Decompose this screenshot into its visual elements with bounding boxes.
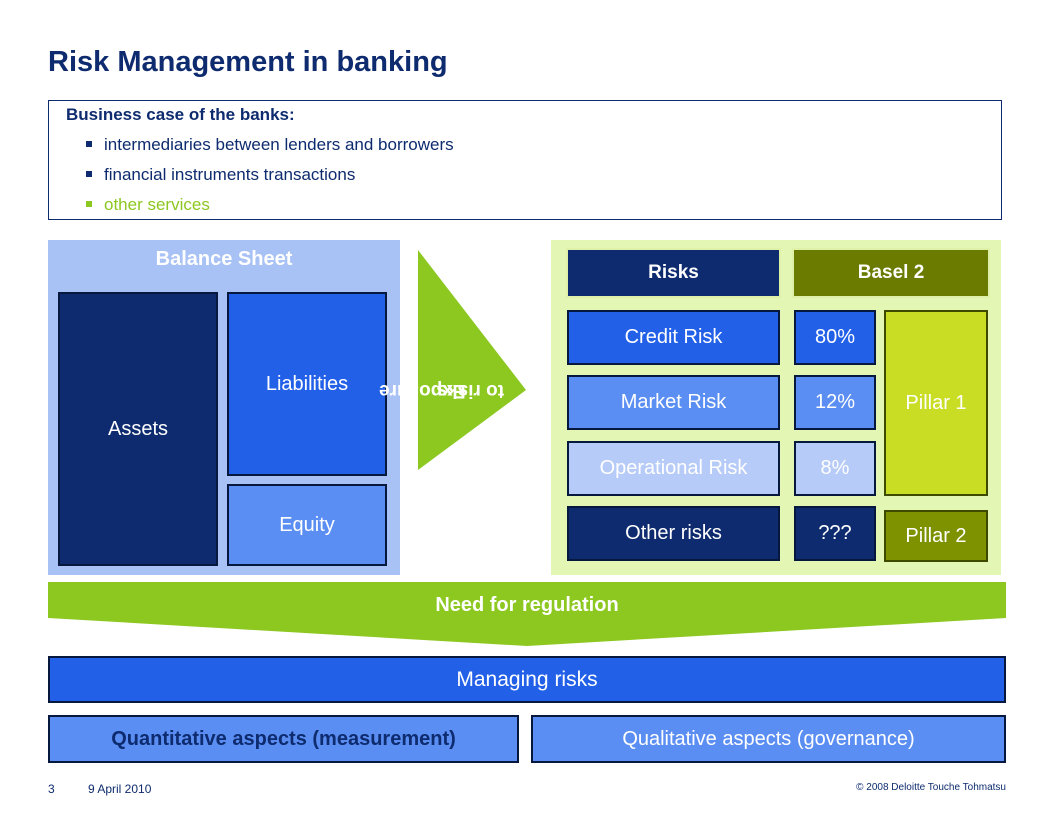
page-title: Risk Management in banking [48, 46, 448, 78]
business-case-bullet: intermediaries between lenders and borro… [86, 135, 454, 155]
exposure-arrow [418, 250, 526, 470]
bullet-square-icon [86, 200, 92, 207]
share-credit: 80% [794, 310, 876, 365]
page-number: 3 [48, 782, 55, 796]
equity-box: Equity [227, 484, 387, 566]
exposure-arrow-shape [418, 250, 526, 470]
bullet-square-icon [86, 170, 92, 177]
risk-credit: Credit Risk [567, 310, 780, 365]
quantitative-aspects-box: Quantitative aspects (measurement) [48, 715, 519, 763]
business-case-bullet: financial instruments transactions [86, 165, 355, 185]
business-case-bullet: other services [86, 195, 210, 215]
arrow-label-line2: to risks [436, 380, 504, 401]
share-operational: 8% [794, 441, 876, 496]
managing-risks-box: Managing risks [48, 656, 1006, 703]
regulation-label: Need for regulation [435, 594, 619, 616]
footer-date: 9 April 2010 [88, 782, 152, 796]
pillar-2-box: Pillar 2 [884, 510, 988, 562]
share-market: 12% [794, 375, 876, 430]
business-case-heading: Business case of the banks: [66, 105, 295, 124]
liabilities-box: Liabilities [227, 292, 387, 476]
risks-header: Risks [566, 248, 781, 298]
regulation-banner [48, 582, 1006, 646]
basel-header: Basel 2 [792, 248, 990, 298]
risk-operational: Operational Risk [567, 441, 780, 496]
bullet-square-icon [86, 140, 92, 147]
regulation-banner-shape [48, 582, 1006, 646]
risk-other: Other risks [567, 506, 780, 561]
footer-copyright: © 2008 Deloitte Touche Tohmatsu [856, 782, 1006, 793]
risk-market: Market Risk [567, 375, 780, 430]
qualitative-aspects-box: Qualitative aspects (governance) [531, 715, 1006, 763]
pillar-1-box: Pillar 1 [884, 310, 988, 496]
balance-sheet-title: Balance Sheet [155, 248, 293, 270]
assets-box: Assets [58, 292, 218, 566]
business-case-box [48, 100, 1002, 220]
share-other: ??? [794, 506, 876, 561]
